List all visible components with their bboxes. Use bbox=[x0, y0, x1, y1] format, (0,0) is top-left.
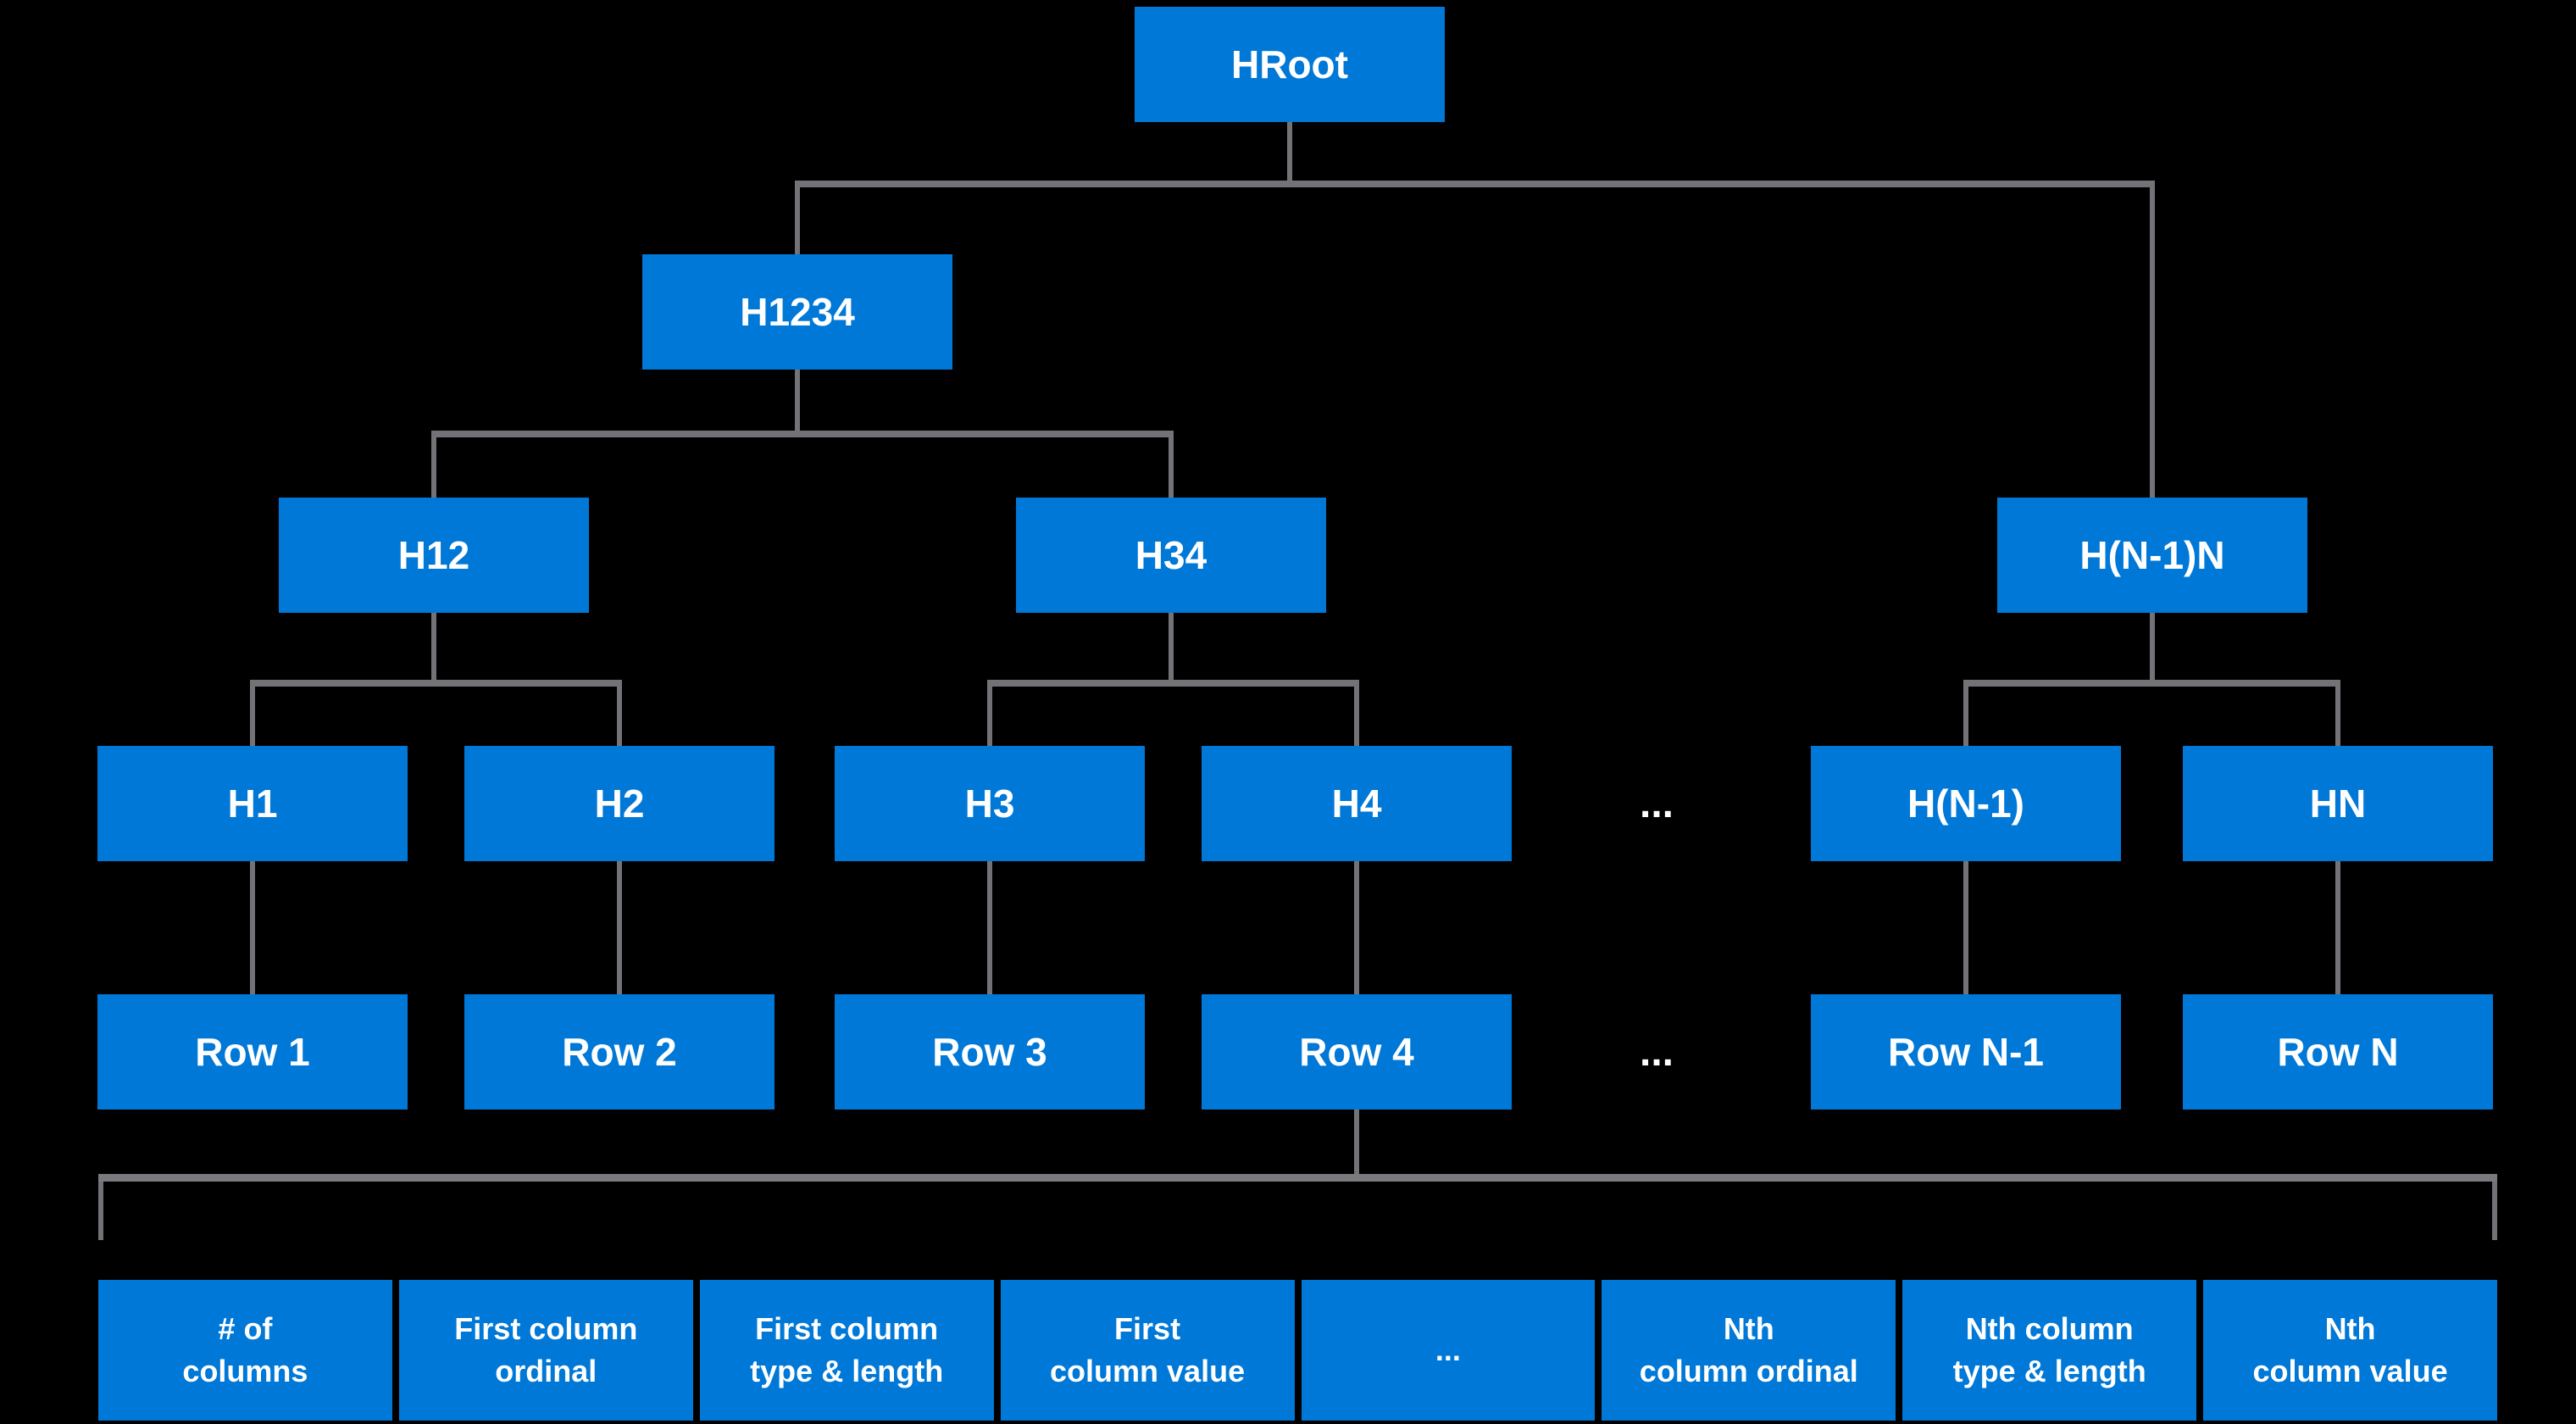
hash-level-ellipsis: ... bbox=[1639, 781, 1674, 826]
connector-hn-rown bbox=[2335, 861, 2340, 994]
connector-h34-stem bbox=[1169, 613, 1174, 680]
connector-hn1n-drop bbox=[2150, 181, 2155, 498]
node-row-4: Row 4 bbox=[1202, 994, 1512, 1110]
node-h1234: H1234 bbox=[642, 254, 952, 370]
node-h2: H2 bbox=[464, 746, 774, 861]
node-hn-1n: H(N-1)N bbox=[1997, 498, 2307, 613]
node-hn-1: H(N-1) bbox=[1811, 746, 2121, 861]
connector-hn-1-rown-1 bbox=[1963, 861, 1968, 994]
connector-h1234-drop bbox=[795, 181, 800, 254]
node-row-3: Row 3 bbox=[835, 994, 1145, 1110]
node-row-n: Row N bbox=[2183, 994, 2493, 1110]
connector-h3-row3 bbox=[987, 861, 992, 994]
connector-h4-row4 bbox=[1354, 861, 1359, 994]
connector-top-elbow bbox=[795, 181, 2155, 187]
connector-row4-stem bbox=[1354, 1110, 1359, 1177]
connector-hn1n-elbow bbox=[1963, 680, 2340, 687]
connector-hn1n-stem bbox=[2150, 613, 2155, 680]
connector-h4-drop bbox=[1354, 680, 1359, 746]
field-nth-column-ordinal: Nth column ordinal bbox=[1602, 1280, 1896, 1421]
connector-h12-drop bbox=[431, 431, 436, 498]
connector-h1-drop bbox=[250, 680, 255, 746]
record-fields-row: # of columns First column ordinal First … bbox=[98, 1280, 2497, 1421]
connector-h1234-elbow bbox=[431, 431, 1174, 437]
bracket-left-tick bbox=[98, 1182, 103, 1240]
field-nth-column-value: Nth column value bbox=[2203, 1280, 2497, 1421]
node-h3: H3 bbox=[835, 746, 1145, 861]
row-level-ellipsis: ... bbox=[1639, 1029, 1674, 1075]
connector-h1234-stem bbox=[795, 370, 800, 431]
field-ellipsis: ... bbox=[1301, 1280, 1596, 1421]
field-first-column-ordinal: First column ordinal bbox=[398, 1280, 693, 1421]
connector-hroot-stem bbox=[1287, 122, 1292, 181]
node-hroot: HRoot bbox=[1135, 7, 1445, 122]
node-row-1: Row 1 bbox=[97, 994, 408, 1110]
connector-h1-row1 bbox=[250, 861, 255, 994]
node-hn: HN bbox=[2183, 746, 2493, 861]
node-row-n-1: Row N-1 bbox=[1811, 994, 2121, 1110]
node-h4: H4 bbox=[1202, 746, 1512, 861]
connector-h3-drop bbox=[987, 680, 992, 746]
bracket-bar bbox=[98, 1174, 2497, 1182]
connector-h34-elbow bbox=[987, 680, 1359, 687]
node-h12: H12 bbox=[279, 498, 589, 613]
connector-hn-drop bbox=[2335, 680, 2340, 746]
node-row-2: Row 2 bbox=[464, 994, 774, 1110]
connector-h12-stem bbox=[431, 613, 436, 680]
field-first-column-type-length: First column type & length bbox=[699, 1280, 994, 1421]
node-h1: H1 bbox=[97, 746, 408, 861]
bracket-right-tick bbox=[2492, 1182, 2497, 1240]
connector-h2-drop bbox=[617, 680, 622, 746]
field-first-column-value: First column value bbox=[1000, 1280, 1295, 1421]
connector-hn-1-drop bbox=[1963, 680, 1968, 746]
field-num-columns: # of columns bbox=[98, 1280, 392, 1421]
connector-h2-row2 bbox=[617, 861, 622, 994]
field-nth-column-type-length: Nth column type & length bbox=[1902, 1280, 2197, 1421]
node-h34: H34 bbox=[1016, 498, 1326, 613]
connector-h12-elbow bbox=[250, 680, 622, 687]
connector-h34-drop bbox=[1169, 431, 1174, 498]
